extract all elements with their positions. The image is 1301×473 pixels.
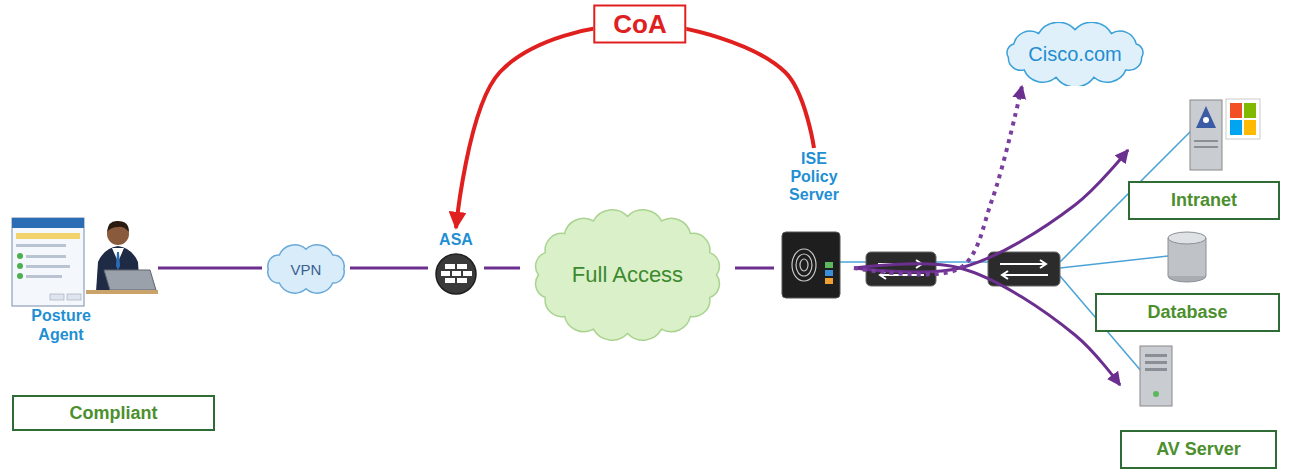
connector	[854, 150, 1128, 272]
cloud-outline	[1007, 22, 1143, 86]
connector	[854, 264, 1120, 385]
node-label: Cisco.com	[1028, 43, 1121, 66]
node-label: VPN	[291, 261, 322, 278]
edge-label: CoA	[593, 5, 686, 44]
cloud-outline	[536, 210, 720, 340]
connector	[350, 267, 428, 270]
av-server-icon	[1140, 346, 1172, 406]
node-label: Full Access	[572, 262, 683, 288]
ise-server-icon	[782, 232, 840, 298]
database-icon	[1168, 232, 1206, 282]
intranet-server-icon	[1190, 99, 1260, 170]
switch-icon	[988, 252, 1060, 286]
network-wires	[840, 130, 1192, 372]
server-node: Database	[1095, 226, 1280, 332]
network-cloud: Full Access	[520, 198, 735, 352]
node-label: Posture Agent	[18, 306, 104, 344]
node-label: Intranet	[1128, 181, 1280, 220]
internet-cloud: Cisco.com	[1000, 22, 1150, 86]
connector	[854, 86, 1022, 274]
network-cloud: VPN	[262, 243, 350, 295]
firewall-node: ASA	[428, 228, 484, 296]
connector	[735, 267, 774, 270]
cloud-outline	[268, 245, 344, 293]
connector	[484, 267, 520, 270]
connector	[158, 267, 262, 270]
agent-screenshot	[12, 218, 84, 306]
node-label: Compliant	[70, 403, 158, 424]
asa-firewall-icon	[436, 254, 476, 294]
node-label: Database	[1095, 293, 1280, 332]
connector	[456, 24, 814, 228]
person-figure	[86, 221, 158, 294]
policy-server-node: ISE Policy Server	[774, 148, 854, 300]
node-label: AV Server	[1120, 430, 1277, 469]
node-label: ISE Policy Server	[783, 150, 845, 204]
status-box: Compliant	[12, 395, 215, 431]
server-node: AV Server	[1120, 340, 1277, 469]
agent-node: Posture Agent	[8, 206, 158, 344]
server-node: Intranet	[1128, 95, 1280, 220]
node-label: ASA	[439, 231, 473, 249]
